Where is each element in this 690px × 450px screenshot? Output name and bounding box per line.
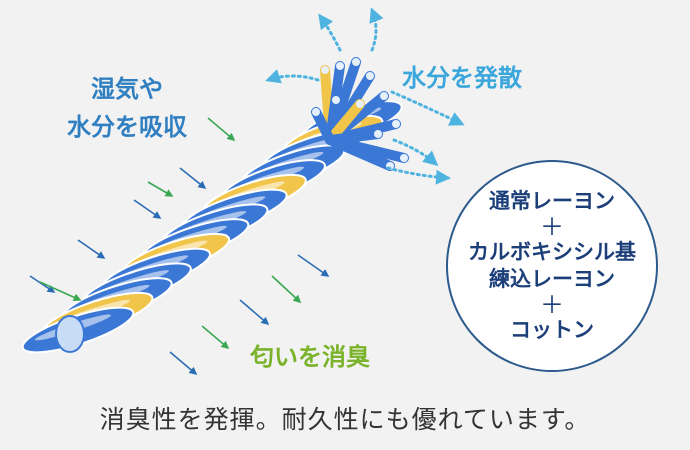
- fiber-end: [325, 135, 395, 171]
- absorb-arrows: [29, 167, 330, 376]
- absorb-arrow: [77, 239, 106, 259]
- fiber-end-tip: [352, 58, 360, 66]
- material-kneaded-rayon: 練込レーヨン: [489, 267, 615, 291]
- absorb-arrow: [239, 299, 270, 326]
- deodorize-label: 匂いを消臭: [250, 343, 370, 371]
- fiber-rope: [21, 100, 403, 354]
- fiber-end-tip: [332, 96, 340, 104]
- plus-sign: ＋: [540, 291, 564, 319]
- absorb-arrow: [169, 351, 198, 376]
- fiber-end-tip: [400, 154, 408, 162]
- deodorize-arrow: [39, 281, 82, 302]
- fiber-end-tip: [321, 66, 329, 74]
- diffuse-arrow: [386, 166, 451, 185]
- fiber-end-tip: [356, 100, 364, 108]
- diffuse-arrows: [265, 7, 465, 185]
- material-carboxyl: カルボキシシル基: [468, 240, 636, 264]
- absorb-label: 湿気や 水分を吸収: [52, 70, 202, 146]
- deodorize-arrow: [147, 181, 174, 197]
- fiber-ends: [311, 57, 409, 171]
- absorb-arrow: [297, 254, 330, 277]
- fiber-end: [325, 99, 365, 145]
- diffuse-arrow: [318, 13, 342, 52]
- fiber-end-tip: [374, 130, 382, 138]
- diffuse-arrow: [265, 69, 320, 84]
- deodorize-arrow: [207, 117, 236, 142]
- fiber-end-tip: [336, 62, 344, 70]
- material-cotton: コットン: [510, 318, 594, 342]
- plus-sign: ＋: [540, 213, 564, 241]
- rope-end-cap: [55, 315, 85, 353]
- fiber-end-tip: [380, 92, 388, 100]
- fiber-end-tip: [312, 108, 320, 116]
- fiber-end: [311, 107, 335, 145]
- diffuse-label: 水分を発散: [402, 64, 522, 92]
- deodorize-arrow: [201, 325, 230, 350]
- absorb-label-line1: 湿気や: [91, 75, 163, 103]
- caption: 消臭性を発揮。耐久性にも優れています。: [99, 405, 591, 434]
- absorb-arrow: [133, 199, 162, 219]
- fiber-end-tip: [366, 72, 374, 80]
- diffuse-arrow: [369, 7, 384, 52]
- absorb-label-line2: 水分を吸収: [67, 113, 187, 141]
- absorb-arrow: [179, 167, 207, 189]
- absorb-arrow: [29, 275, 56, 293]
- diffuse-arrow: [392, 138, 439, 166]
- deodorize-arrow: [271, 275, 302, 304]
- fiber-end-tip: [392, 120, 400, 128]
- materials-circle: 通常レーヨン ＋ カルボキシシル基 練込レーヨン ＋ コットン: [446, 160, 658, 372]
- material-normal-rayon: 通常レーヨン: [489, 189, 615, 213]
- diffuse-arrow: [390, 90, 465, 126]
- deodorize-arrows: [39, 117, 302, 350]
